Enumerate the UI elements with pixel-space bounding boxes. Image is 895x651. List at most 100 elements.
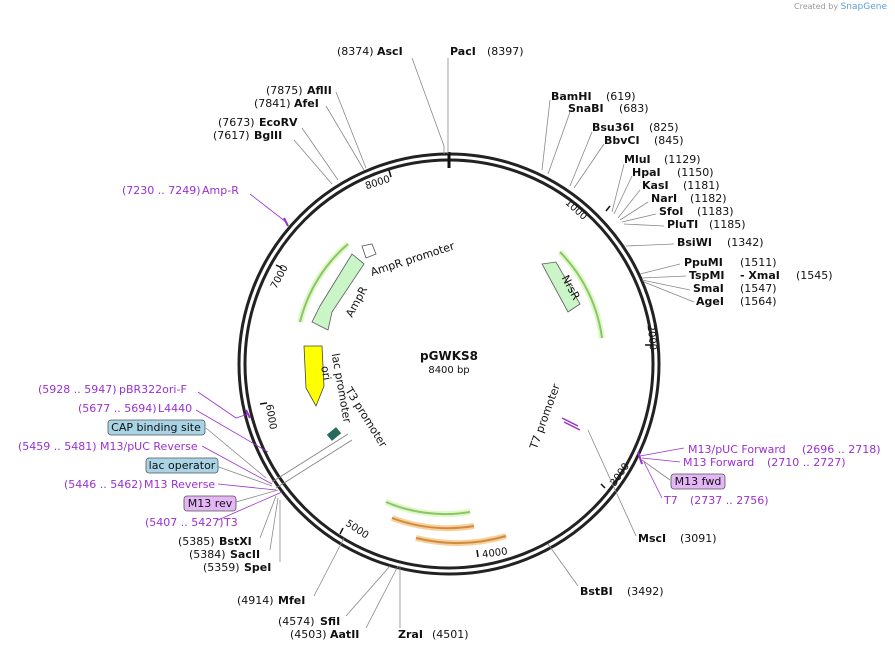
arc-orange-2-highlight — [415, 533, 507, 546]
enz-smai: SmaI — [693, 282, 724, 295]
pos-sacii: (5384) — [189, 548, 226, 561]
pos-mfei: (4914) — [237, 594, 274, 607]
box-leaders — [205, 427, 671, 503]
primer-t3-range: (5407 .. 5427) — [145, 516, 224, 529]
leader-m13-puc-forward — [639, 447, 685, 457]
primer-labels: (7230 .. 7249) Amp-R (5928 .. 5947) pBR3… — [18, 184, 881, 529]
pos-asci: (8374) — [337, 45, 374, 58]
nrsr-arrow — [541, 261, 581, 313]
primer-m13-forward-name: M13 Forward — [683, 456, 754, 469]
ampr-promoter-arrow — [361, 243, 377, 259]
primer-m13-forward-range: (2710 .. 2727) — [767, 456, 846, 469]
pos-afei: (7841) — [254, 97, 291, 110]
enz-bamhi: BamHI — [551, 90, 592, 103]
enz-bbvci: BbvCI — [604, 134, 640, 147]
enz-aatii: AatII — [330, 628, 359, 641]
pos-bamhi: (619) — [606, 90, 636, 103]
tick-3000-mark — [600, 483, 606, 489]
leader-t3 — [217, 491, 283, 521]
primer-m13-reverse-range: (5446 .. 5462) — [64, 478, 143, 491]
arc-ampr-highlight — [297, 241, 350, 323]
primer-m13-puc-reverse-name: M13/pUC Reverse — [100, 440, 198, 453]
leader-bsiwi — [625, 243, 675, 247]
enz-pluti: PluTI — [667, 218, 698, 231]
tick-6000-mark — [259, 402, 268, 405]
enz-agei: AgeI — [696, 295, 724, 308]
enzyme-labels: (8374) AscI PacI (8397) (7875) AflII (78… — [178, 45, 833, 641]
leader-m13-rev — [235, 489, 279, 503]
t7-marker-2 — [563, 421, 581, 431]
enz-bstxi: BstXI — [219, 535, 252, 548]
enz-zrai: ZraI — [398, 628, 423, 641]
pos-tspmi: (1545) — [796, 269, 833, 282]
leader-snabi — [547, 111, 571, 175]
primer-m13-puc-forward-name: M13/pUC Forward — [688, 443, 786, 456]
pos-paci: (8397) — [487, 45, 524, 58]
leader-m13-reverse — [217, 483, 277, 491]
m13-fwd-box — [670, 473, 726, 490]
arc-orange-1-highlight — [390, 515, 475, 532]
leader-bsu36i — [569, 131, 593, 187]
leader-nari — [619, 201, 649, 221]
pos-bstxi: (5385) — [178, 535, 215, 548]
tick-2000: 2000 — [645, 324, 659, 350]
lac-promoter-tail — [271, 433, 349, 483]
ori-arrow — [303, 345, 325, 407]
leader-amp-r — [249, 193, 287, 223]
primer-m13-reverse-name: M13 Reverse — [144, 478, 215, 491]
primer-m13-puc-reverse-range: (5459 .. 5481) — [18, 440, 97, 453]
leader-cap-binding-site — [205, 427, 267, 479]
enz-asci: AscI — [377, 45, 403, 58]
pos-snabi: (683) — [619, 102, 649, 115]
ampr-promoter-label: AmpR promoter — [369, 239, 457, 279]
tick-5000: 5000 — [343, 518, 370, 541]
pos-bstbi: (3492) — [627, 585, 664, 598]
arc-nrsr-highlight — [557, 249, 605, 339]
marker-amp-r — [283, 217, 289, 227]
enz-hpai: HpaI — [632, 166, 661, 179]
marker-pbr322ori-f — [245, 409, 251, 419]
leader-asci — [411, 57, 445, 154]
leader-m13-fwd — [641, 459, 671, 481]
enz-bstbi: BstBI — [580, 585, 613, 598]
tick-4000: 4000 — [482, 546, 509, 560]
pos-sfoi: (1183) — [697, 205, 734, 218]
pos-zrai: (4501) — [432, 628, 469, 641]
leader-bamhi — [541, 99, 551, 171]
pos-spei: (5359) — [203, 561, 240, 574]
pos-agei: (1564) — [740, 295, 777, 308]
enz-mlui: MluI — [624, 153, 651, 166]
primer-leaders — [195, 193, 685, 521]
cap-binding-site-box — [107, 419, 206, 436]
pos-mlui: (1129) — [664, 153, 701, 166]
enz-xmai: - XmaI — [740, 269, 780, 282]
tick-1000-mark — [605, 205, 611, 212]
enz-bsu36i: Bsu36I — [592, 121, 634, 134]
leader-bglii — [293, 139, 333, 185]
primer-t3-name: T3 — [223, 516, 238, 529]
enz-afei: AfeI — [294, 97, 319, 110]
pos-bsiwi: (1342) — [727, 236, 764, 249]
leader-pluti — [623, 223, 665, 227]
enz-paci: PacI — [450, 45, 476, 58]
enz-ppumi: PpuMI — [684, 256, 723, 269]
enz-aflii: AflII — [307, 84, 332, 97]
primer-l4440-range: (5677 .. 5694) — [78, 402, 157, 415]
m13-rev-label: M13 rev — [188, 497, 233, 510]
enz-mfei: MfeI — [278, 594, 305, 607]
lac-operator-label: lac operator — [149, 459, 216, 472]
ori-label: ori — [318, 365, 333, 381]
primer-pbr322ori-f-range: (5928 .. 5947) — [38, 383, 117, 396]
leader-aflii — [335, 91, 367, 169]
leader-hpai — [613, 175, 633, 215]
small-feature-block — [326, 427, 342, 441]
pos-bglii: (7617) — [213, 129, 250, 142]
leader-ecorv — [301, 127, 339, 181]
enz-ecorv: EcoRV — [259, 116, 298, 129]
leader-agei — [643, 281, 695, 303]
pos-smai: (1547) — [740, 282, 777, 295]
tick-7000-mark — [275, 264, 283, 269]
snapgene-logo: SnapGene — [840, 2, 887, 12]
leader-afei — [325, 105, 365, 171]
plasmid-length: 8400 bp — [428, 365, 469, 376]
